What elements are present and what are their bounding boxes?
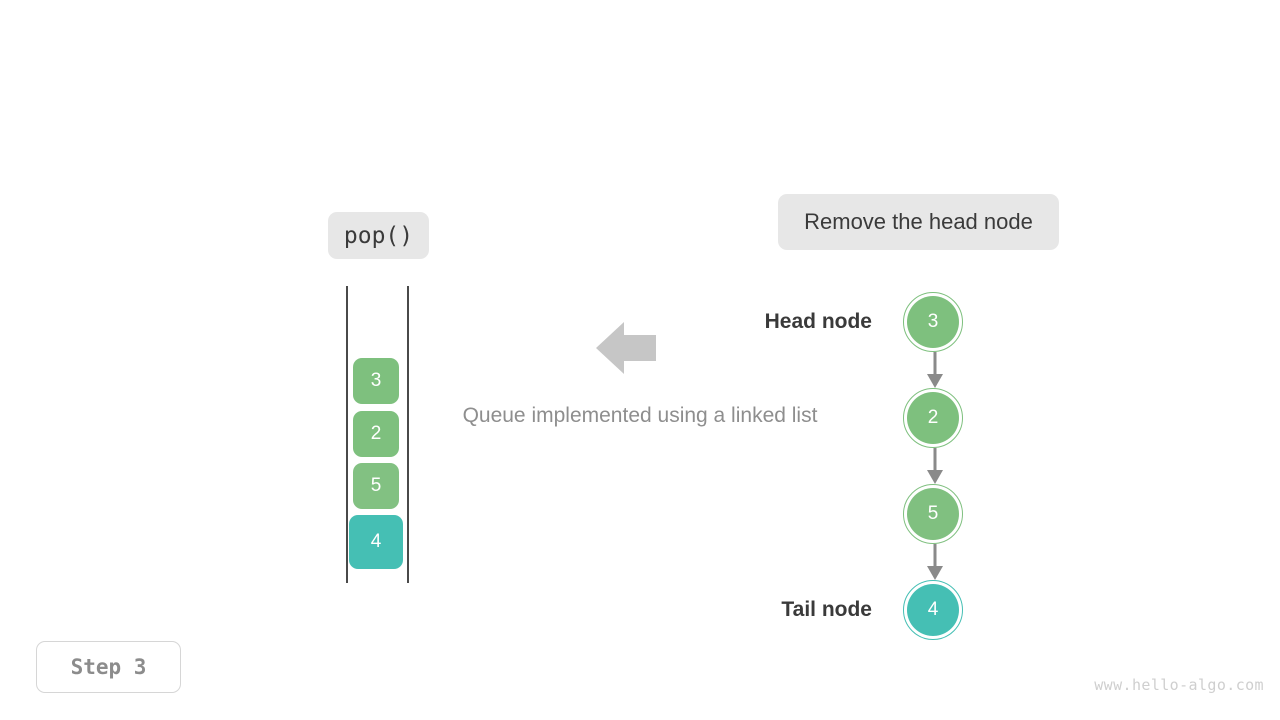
queue-array-view: 3 2 5 4 — [340, 280, 420, 590]
linked-list-node-value: 4 — [907, 584, 959, 636]
linked-list-node-value: 5 — [907, 488, 959, 540]
action-description-label: Remove the head node — [778, 194, 1059, 250]
linked-list-connector-arrow — [918, 448, 952, 486]
linked-list-node: 2 — [903, 388, 963, 448]
linked-list-node-value: 2 — [907, 392, 959, 444]
head-node-label: Head node — [764, 310, 872, 333]
operation-label: pop() — [328, 212, 429, 259]
queue-cell: 5 — [353, 463, 399, 509]
queue-cell: 2 — [353, 411, 399, 457]
linked-list-node: 4 — [903, 580, 963, 640]
diagram-caption: Queue implemented using a linked list — [462, 404, 818, 427]
watermark: www.hello-algo.com — [1094, 676, 1264, 694]
queue-rail-right — [407, 286, 409, 583]
linked-list-node: 3 — [903, 292, 963, 352]
queue-cell: 3 — [353, 358, 399, 404]
tail-node-label: Tail node — [781, 598, 872, 621]
left-block-arrow-icon — [594, 318, 658, 378]
queue-rail-left — [346, 286, 348, 583]
linked-list-view: 3 2 5 4 — [860, 280, 1010, 650]
linked-list-node: 5 — [903, 484, 963, 544]
queue-cell: 4 — [349, 515, 403, 569]
linked-list-connector-arrow — [918, 352, 952, 390]
step-badge: Step 3 — [36, 641, 181, 693]
linked-list-connector-arrow — [918, 544, 952, 582]
linked-list-node-value: 3 — [907, 296, 959, 348]
